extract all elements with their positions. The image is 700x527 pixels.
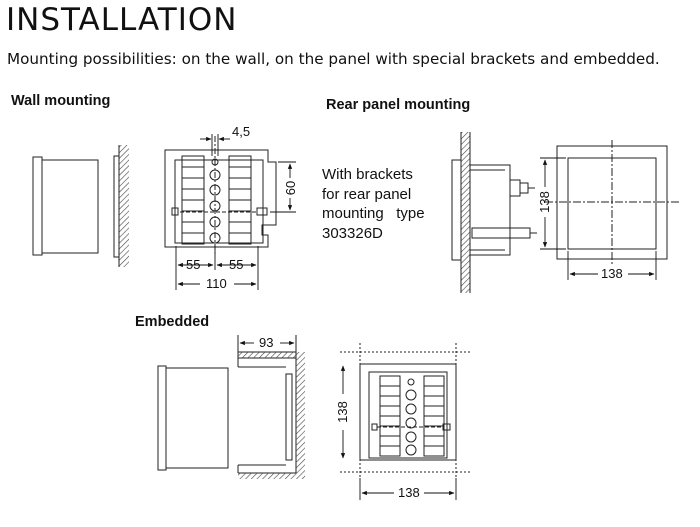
- terminal-block-left: [181, 155, 205, 245]
- note-line: With brackets: [322, 166, 413, 183]
- embedded-dimensions: [340, 365, 457, 500]
- dim-embed-height: 138: [335, 401, 350, 423]
- note-line: for rear panel: [322, 185, 412, 203]
- dim-wall-height: 60: [283, 181, 298, 195]
- dim-embed-width: 138: [398, 485, 420, 500]
- wall-mount-front-view: [164, 136, 277, 256]
- page-title: INSTALLATION: [6, 2, 238, 38]
- dim-wall-total: 110: [206, 276, 227, 291]
- section-wall-mounting: Wall mounting: [11, 93, 111, 109]
- dim-rear-width: 138: [601, 266, 623, 281]
- page-subtitle: Mounting possibilities: on the wall, on …: [7, 50, 660, 68]
- rear-mounting-note: With brackets for rear panel mounting ty…: [322, 165, 425, 243]
- dim-embed-depth: 93: [259, 335, 273, 350]
- wall-mount-side-view: [32, 145, 129, 267]
- note-line: 303326D: [322, 224, 383, 242]
- embed-wall-hatch: [296, 358, 305, 473]
- panel-hatch: [461, 132, 470, 293]
- section-embedded: Embedded: [135, 314, 210, 330]
- rear-dimensions: [540, 157, 657, 280]
- section-rear-panel-mounting: Rear panel mounting: [326, 97, 471, 113]
- embedded-front-view: [340, 343, 472, 478]
- dim-wall-half-left: 55: [186, 257, 200, 272]
- wall-hatch: [119, 145, 129, 267]
- rear-mount-cutout-view: [545, 140, 680, 264]
- wall-dimensions: [175, 134, 296, 290]
- terminal-block-right: [228, 155, 252, 245]
- embed-terminal-block-right: [423, 375, 445, 457]
- embed-terminal-block-left: [379, 375, 401, 457]
- embedded-side-view: [157, 335, 305, 479]
- dim-rear-height: 138: [537, 191, 552, 213]
- dim-slot-width: 4,5: [232, 124, 250, 139]
- dim-wall-half-right: 55: [229, 257, 243, 272]
- embed-center-holes: [405, 378, 417, 456]
- note-line: mounting type: [322, 205, 425, 222]
- rear-mount-side-view: [451, 132, 537, 293]
